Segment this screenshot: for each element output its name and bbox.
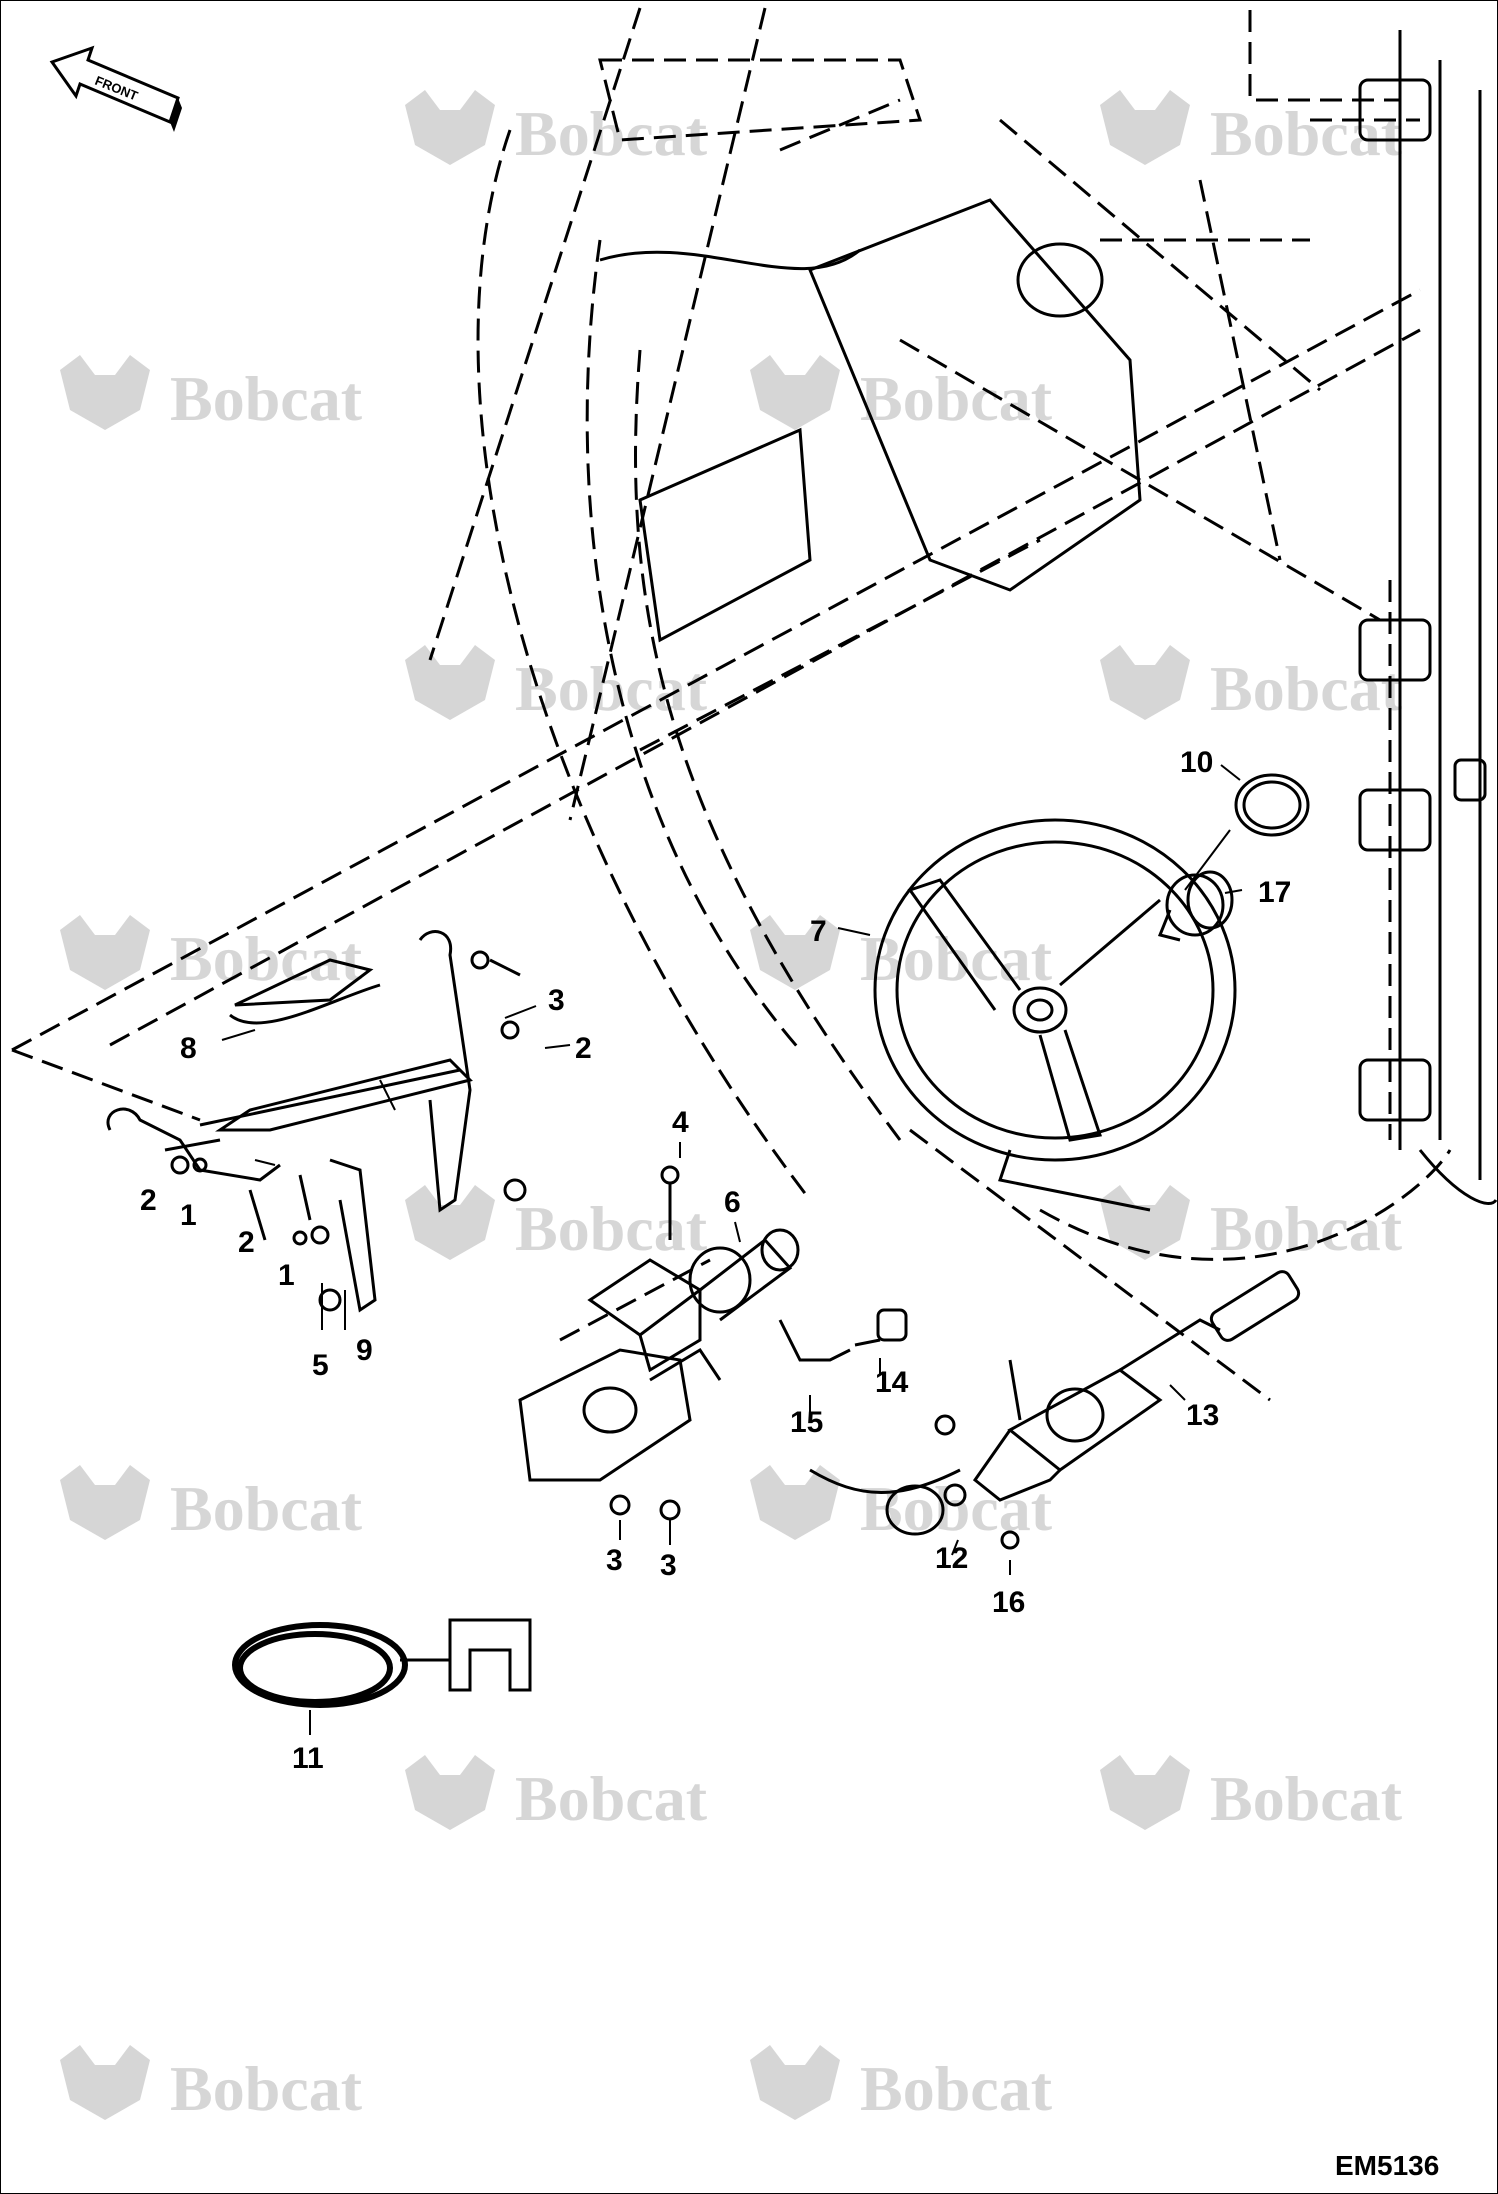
steering-valve	[518, 1165, 908, 1521]
callout-label: 15	[790, 1406, 823, 1439]
bobcat-logo-watermark: Bobcat	[405, 645, 708, 724]
callout-label: 4	[672, 1106, 689, 1139]
bobcat-logo-watermark: Bobcat	[1100, 1755, 1403, 1834]
watermark-text: Bobcat	[860, 923, 1053, 994]
hose-profile	[448, 1618, 532, 1692]
bobcat-logo-watermark: Bobcat	[1100, 645, 1403, 724]
dashboard-panel	[598, 58, 1142, 643]
watermark-text: Bobcat	[515, 98, 708, 169]
callout-label: 16	[992, 1586, 1025, 1619]
watermark-text: Bobcat	[170, 2053, 363, 2124]
cab-right-pillar	[1358, 30, 1498, 1205]
watermark-text: Bobcat	[170, 363, 363, 434]
bobcat-logo-watermark: Bobcat	[405, 1755, 708, 1834]
callout-label: 10	[1180, 746, 1213, 779]
bobcat-logo-watermark: Bobcat	[750, 915, 1053, 994]
callout-label: 5	[312, 1349, 329, 1382]
watermark-text: Bobcat	[170, 1473, 363, 1544]
callout-label: 13	[1186, 1399, 1219, 1432]
steering-knob	[1157, 829, 1231, 942]
hose-coil	[232, 1622, 450, 1708]
watermark-text: Bobcat	[515, 653, 708, 724]
callout-label: 1	[278, 1259, 295, 1292]
watermark-text: Bobcat	[860, 2053, 1053, 2124]
bobcat-logo-watermark: Bobcat	[405, 1185, 708, 1264]
bobcat-logo-watermark: Bobcat	[60, 915, 363, 994]
callout-label: 2	[575, 1032, 592, 1065]
callout-label: 3	[548, 984, 565, 1017]
watermark-text: Bobcat	[1210, 98, 1403, 169]
leader-lines	[221, 764, 1243, 1735]
callout-label: 3	[660, 1549, 677, 1582]
watermark-text: Bobcat	[515, 1763, 708, 1834]
steering-wheel	[873, 818, 1237, 1212]
callout-label: 17	[1258, 876, 1291, 909]
watermark-text: Bobcat	[1210, 653, 1403, 724]
callout-label: 7	[810, 915, 827, 948]
bobcat-logo-watermark: Bobcat	[1100, 90, 1403, 169]
watermark-text: Bobcat	[860, 363, 1053, 434]
callout-label: 6	[724, 1186, 741, 1219]
callout-label: 14	[875, 1366, 909, 1399]
bobcat-logo-watermark: Bobcat	[1100, 1185, 1403, 1264]
callout-label: 8	[180, 1032, 197, 1065]
watermark-text: Bobcat	[1210, 1763, 1403, 1834]
bobcat-logo-watermark: Bobcat	[60, 2045, 363, 2124]
callout-label: 3	[606, 1544, 623, 1577]
callout-label: 12	[935, 1542, 968, 1575]
callout-label: 2	[140, 1184, 157, 1217]
front-direction-arrow: FRONT	[49, 45, 182, 132]
bobcat-logo-watermark: Bobcat	[60, 355, 363, 434]
callout-labels: 1 1 2 2 2 3 3 3 4 5 6 7 8 9 10 11 12 13 …	[140, 746, 1291, 1775]
bobcat-logo-watermark: Bobcat	[405, 90, 708, 169]
watermark-text: Bobcat	[515, 1193, 708, 1264]
bobcat-logo-watermark: Bobcat	[60, 1465, 363, 1544]
callout-label: 1	[180, 1199, 197, 1232]
callout-label: 2	[238, 1226, 255, 1259]
trim-ring	[1234, 773, 1310, 837]
pedal-bracket	[106, 930, 527, 1313]
callout-label: 11	[292, 1742, 324, 1775]
callout-label: 9	[356, 1334, 373, 1367]
throttle-control	[809, 1270, 1301, 1550]
document-code: EM5136	[1335, 2150, 1439, 2181]
bobcat-logo-watermark: Bobcat	[750, 2045, 1053, 2124]
watermark-text: Bobcat	[1210, 1193, 1403, 1264]
bobcat-logo-watermark: Bobcat	[750, 355, 1053, 434]
cab-outline	[11, 7, 1452, 1402]
